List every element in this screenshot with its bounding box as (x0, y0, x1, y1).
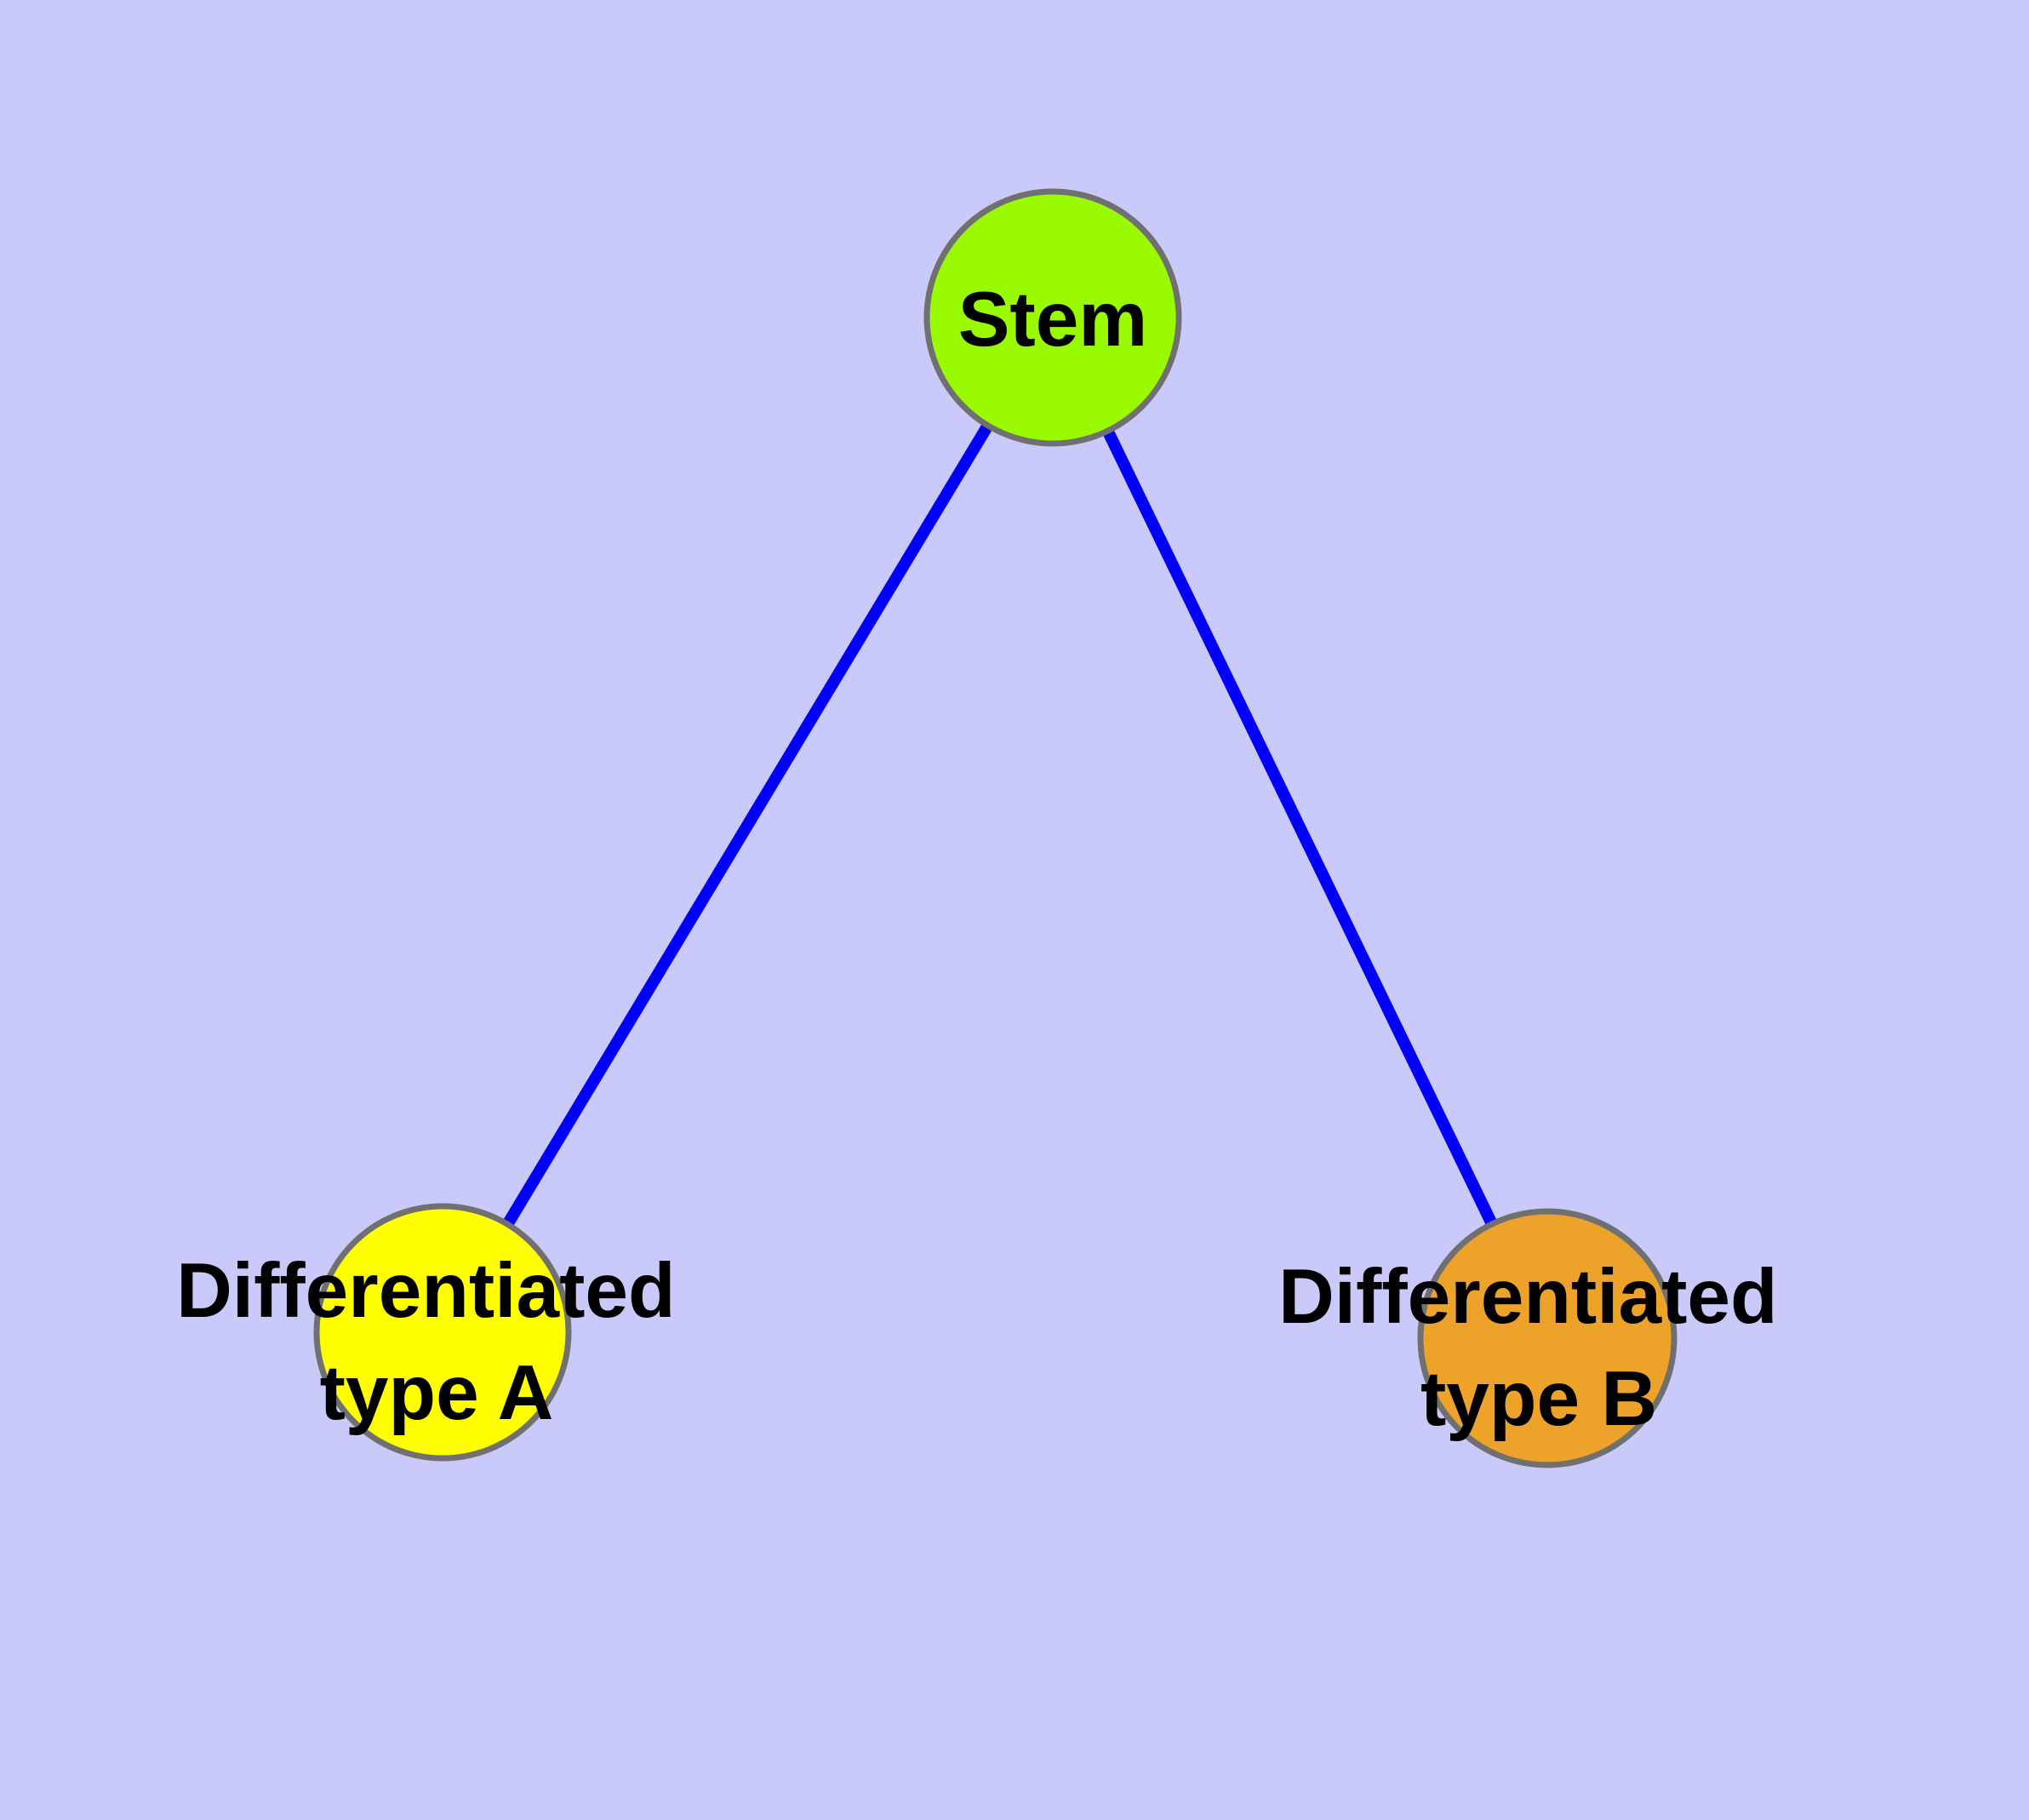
node-differentiated-type-a (313, 1203, 572, 1462)
node-type-b-label-line1: Differentiated (1278, 1254, 1778, 1340)
node-type-a-label-line1: Differentiated (176, 1248, 676, 1334)
node-type-a-label-line2: type A (320, 1350, 554, 1436)
node-differentiated-type-b (1417, 1208, 1677, 1468)
node-stem-label: Stem (958, 277, 1148, 363)
node-type-a-label: Differentiated type A (176, 1248, 697, 1436)
node-type-b-label: Differentiated type B (1278, 1254, 1799, 1442)
node-stem (923, 188, 1182, 447)
edge-stem-to-type-a (437, 314, 1058, 1336)
edge-stem-to-type-b (1047, 314, 1553, 1342)
node-type-b-label-line2: type B (1420, 1356, 1657, 1442)
